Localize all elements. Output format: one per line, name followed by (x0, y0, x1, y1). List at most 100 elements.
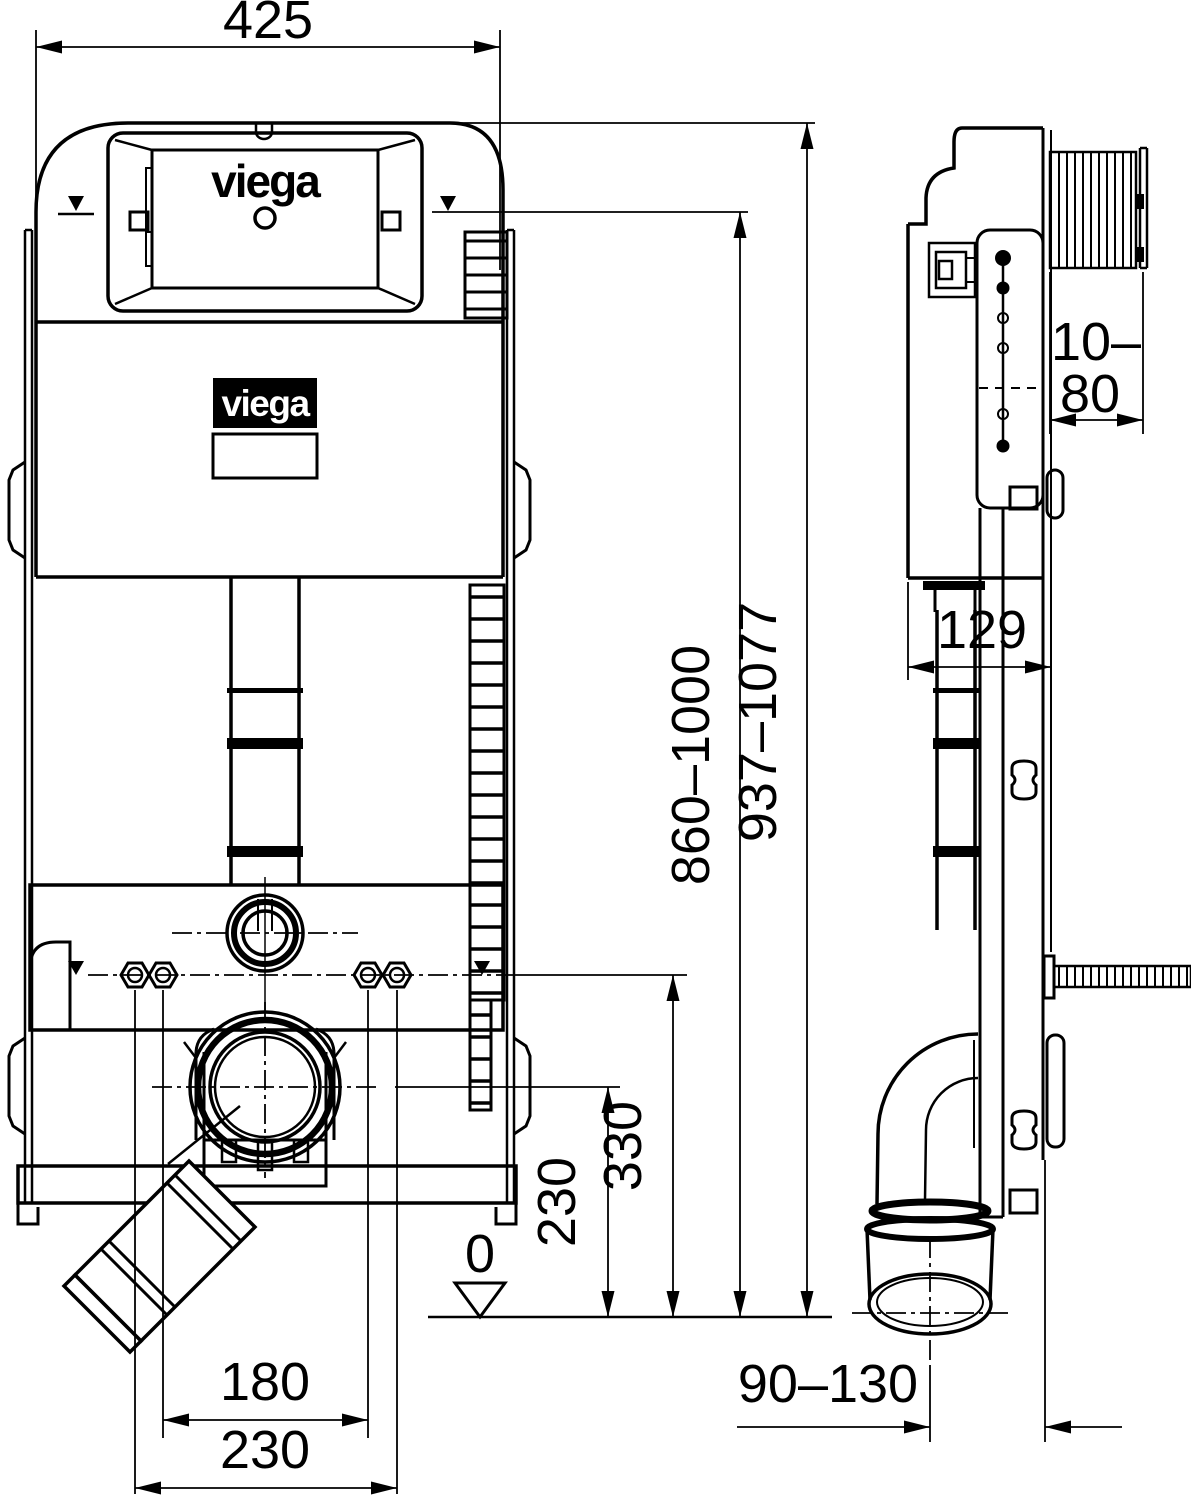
frame-rail-left (23, 228, 34, 1203)
dim-spacing-outer-label: 230 (220, 1420, 310, 1480)
frame-head (34, 121, 505, 324)
brand-logo-box (213, 378, 317, 428)
retaining-clip-lower (1010, 1109, 1038, 1151)
frame-rail-right (505, 228, 516, 1203)
dim-outlet-height-label: 230 (527, 1157, 587, 1247)
outlet-socket-side (852, 1198, 1008, 1365)
outlet-saddle (202, 1138, 328, 1188)
arrow-right-icon (342, 1413, 368, 1427)
retaining-clip-upper (1010, 759, 1038, 801)
dim-bolt-spacing-180: 180 (163, 1352, 368, 1427)
inspection-opening: viega (106, 131, 424, 313)
fixing-square-side-lower (1008, 1188, 1039, 1215)
fixing-bolts (68, 961, 687, 989)
arrow-up-icon (601, 1087, 615, 1113)
dim-width-425: 425 (35, 0, 501, 270)
level-marker-top-right (440, 196, 456, 211)
cistern-body: viega (34, 322, 505, 579)
level-marker-bolt-left (68, 961, 84, 975)
arrow-up-icon (733, 212, 747, 238)
arrow-down-icon (666, 1291, 680, 1317)
support-strut (167, 1105, 241, 1165)
arrow-left-icon (36, 40, 62, 54)
level-marker-top-left (58, 196, 94, 216)
adjuster-ribs-top-right (463, 230, 509, 320)
datum-label: 0 (465, 1224, 495, 1284)
height-adjust-rack (468, 583, 506, 1002)
flush-pipe-front (227, 577, 303, 885)
arrow-left-icon (1045, 1420, 1071, 1434)
arrow-down-icon (733, 1291, 747, 1317)
dim-width-label: 425 (223, 0, 313, 50)
drain-pipe-diagonal (61, 1158, 258, 1355)
dim-activation-height-label: 860–1000 (661, 645, 721, 885)
side-mechanism (927, 241, 977, 299)
dim-fixing-height-label: 330 (593, 1101, 653, 1191)
brand-logo-top: viega (211, 155, 321, 207)
arrow-right-icon (474, 40, 500, 54)
arrow-right-icon (1025, 660, 1051, 674)
outlet-socket-front (152, 1002, 378, 1178)
dim-wall-clearance: 10– 80 (1049, 272, 1144, 434)
bolt-outer-right (381, 961, 413, 989)
level-marker-bolt-right (474, 961, 490, 975)
arrow-left-icon (163, 1413, 189, 1427)
wall-plate (1048, 146, 1149, 270)
brand-logo-body: viega (221, 383, 310, 424)
foot-rail (16, 1164, 518, 1226)
dim-wall-clearance-label-1: 10– (1051, 312, 1141, 372)
height-adjust-rack-lower (468, 998, 493, 1112)
dim-outlet-offset-label: 90–130 (738, 1354, 918, 1414)
side-adjustment-rail (975, 228, 1045, 510)
side-tab-upper (1045, 468, 1065, 520)
floor-anchor-rod (1042, 954, 1191, 1000)
flush-pipe-side (933, 610, 979, 930)
arrow-right-icon (371, 1481, 397, 1495)
anchor-tab-lower-right (513, 1036, 532, 1136)
dim-frame-height: 937–1077 (728, 123, 814, 1317)
dim-frame-height-label: 937–1077 (728, 602, 788, 842)
anchor-tab-upper-right (513, 460, 532, 560)
arrow-down-icon (800, 1291, 814, 1317)
dim-outlet-height-230: 230 (527, 1087, 615, 1317)
fixing-square-right (380, 210, 402, 232)
arrow-left-icon (908, 660, 934, 674)
drain-elbow (875, 1032, 979, 1205)
push-button-icon (253, 206, 277, 230)
arrow-down-icon (601, 1291, 615, 1317)
arrow-right-icon (1117, 413, 1143, 427)
label-plate (211, 432, 319, 480)
anchor-tab-upper-left (7, 460, 26, 560)
foot-right (494, 1203, 518, 1226)
arrow-up-icon (666, 975, 680, 1001)
dim-outlet-offset: 90–130 (737, 1160, 1122, 1442)
dim-spacing-inner-label: 180 (220, 1352, 310, 1412)
dim-frame-depth-label: 129 (937, 600, 1027, 660)
side-tab-lower (1045, 1033, 1066, 1149)
arrow-right-icon (904, 1420, 930, 1434)
mounting-plate (28, 883, 505, 1032)
fixing-square-side-upper (1008, 485, 1039, 511)
fixing-square-left (128, 210, 150, 232)
arrow-up-icon (800, 123, 814, 149)
dim-bolt-spacing-230: 230 (135, 1420, 397, 1495)
plate-corner-block (28, 940, 72, 1030)
outlet-clamp (167, 1027, 347, 1188)
bolt-inner-left (147, 961, 179, 989)
arrow-left-icon (1050, 413, 1076, 427)
dim-wall-clearance-label-2: 80 (1060, 364, 1120, 424)
dim-fixing-height-330: 330 (593, 975, 680, 1317)
latch-strip-lower (145, 231, 153, 267)
datum-ground: 0 (428, 1224, 832, 1320)
arrow-left-icon (135, 1481, 161, 1495)
front-view: 425 (7, 0, 832, 1495)
flush-bend (172, 877, 358, 1012)
dim-activation-height: 860–1000 (661, 212, 747, 1317)
hanger-notch (254, 123, 274, 141)
side-pipe-clamp (923, 581, 985, 612)
side-view: 10– 80 129 (737, 126, 1191, 1442)
anchor-tab-lower-left (7, 1036, 26, 1136)
foot-left (16, 1203, 40, 1226)
